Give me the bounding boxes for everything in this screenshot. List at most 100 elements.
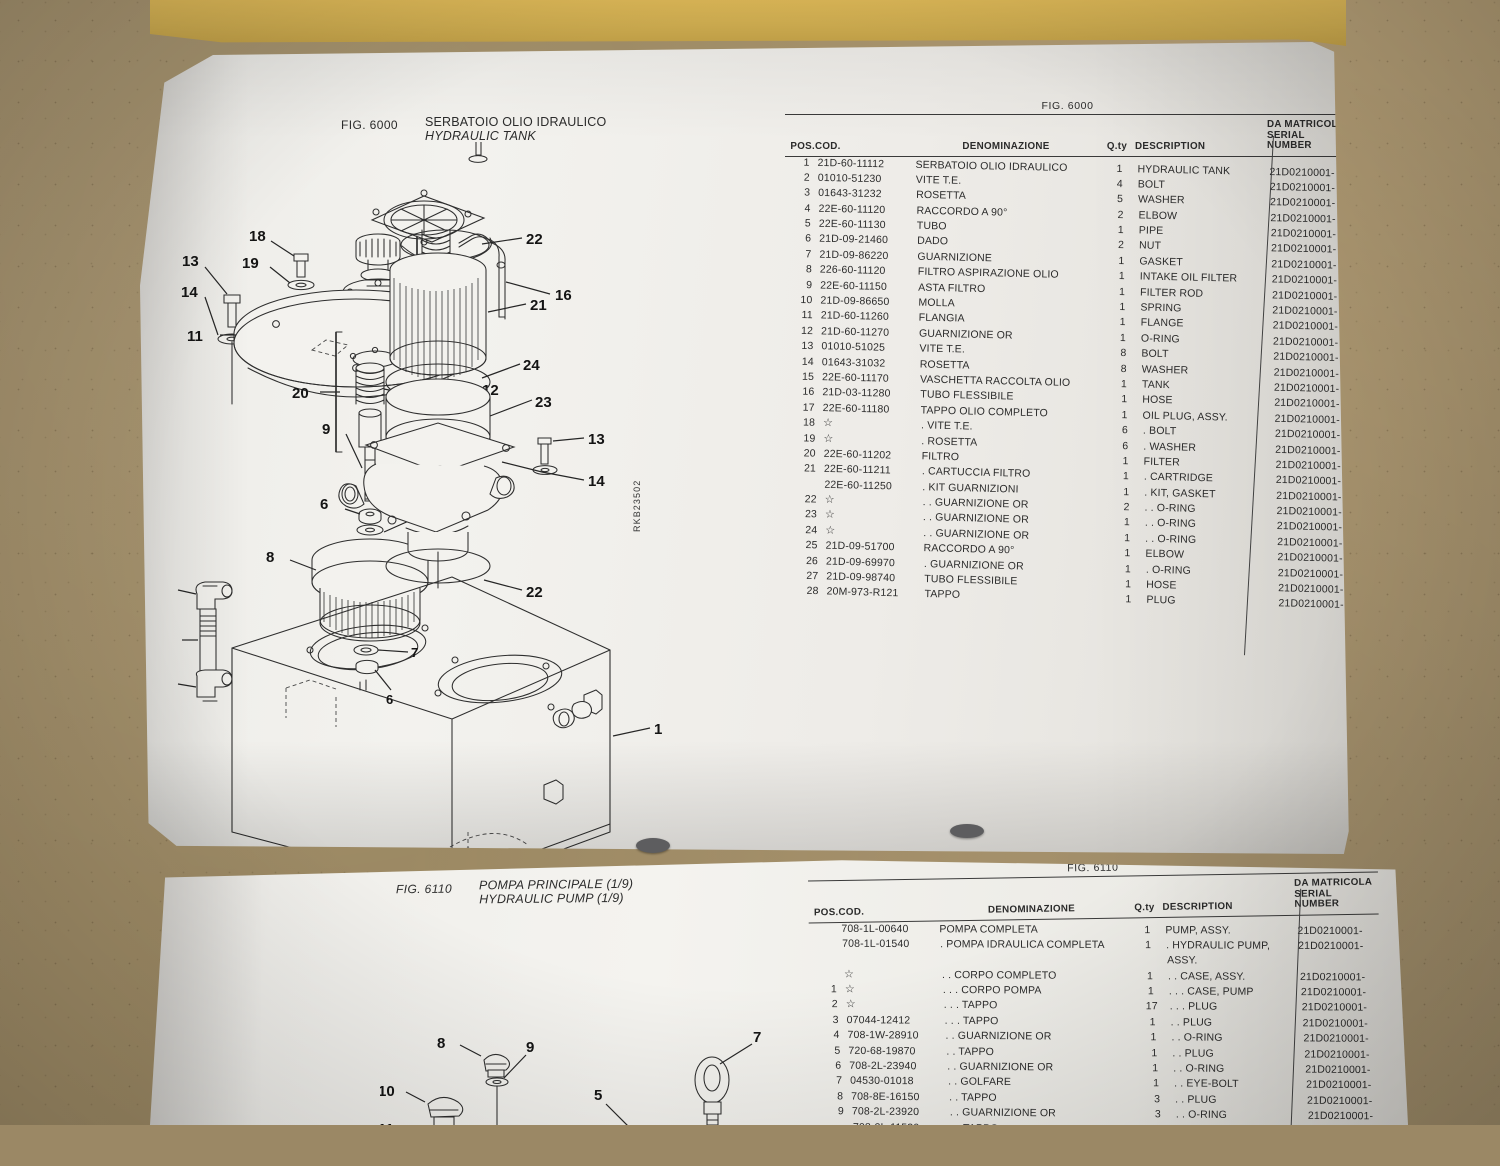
cell-qty: 3	[1140, 1107, 1176, 1123]
callout-23: 23	[535, 394, 552, 411]
cell-ser: 21D0210001-	[1309, 1124, 1393, 1140]
cell-pos: 2	[788, 170, 818, 186]
cell-pos: 14	[792, 354, 822, 370]
part-13-bolt-left	[224, 295, 240, 327]
cell-den: . POMPA IDRAULICA COMPLETA	[940, 937, 1130, 953]
cell-des: . . PLUG	[1171, 1015, 1303, 1031]
cell-cod: ☆	[846, 998, 944, 1014]
cell-qty: 1	[1135, 1015, 1171, 1031]
part-21-cartridge	[390, 253, 486, 380]
cell-qty: 1	[1109, 546, 1145, 562]
part-6-nut-upper	[359, 509, 381, 524]
cell-des: . . . CASE, PUMP	[1169, 984, 1301, 1000]
cell-qty: 1	[1104, 300, 1140, 316]
cell-den	[952, 1146, 1142, 1148]
cell-pos: 5	[818, 1043, 848, 1059]
part-5-pipe	[200, 609, 216, 671]
cell-des: . . . PLUG	[1170, 1000, 1302, 1016]
cell-cod: 708-8E-16150	[851, 1089, 949, 1105]
cell-ser: 21D0210001-	[1298, 939, 1382, 955]
th-denominazione: DENOMINAZIONE	[913, 139, 1099, 154]
th-description-6110: DESCRIPTION	[1162, 897, 1294, 914]
cell-pos: 4	[788, 201, 818, 217]
binding-staple-right	[950, 824, 984, 838]
cell-qty: 1	[1133, 984, 1169, 1000]
cell-pos: 8	[790, 262, 820, 278]
cell-qty: 1	[1110, 592, 1146, 608]
part-8-plug-pump	[484, 1054, 510, 1077]
cell-qty: 6	[1107, 438, 1143, 454]
cell-cod: 226-60-11120	[820, 263, 918, 281]
callout-9: 9	[322, 421, 330, 438]
callout-11: 11	[187, 328, 203, 345]
cell-des: ASSY.	[1167, 954, 1299, 970]
cell-pos: 7	[789, 247, 819, 263]
figure-code-6110: FIG. 6110	[396, 882, 452, 897]
callout-14-left: 14	[181, 284, 198, 301]
cell-ser: 21D0210001-	[1300, 970, 1384, 986]
cell-qty: 1	[1135, 1030, 1171, 1046]
cell-pos: 24	[795, 523, 825, 539]
cell-pos: 12	[791, 323, 821, 339]
cell-qty: 1	[1107, 454, 1143, 470]
callout-1: 1	[654, 721, 662, 738]
cell-pos: 13	[791, 339, 821, 355]
callout-13-left: 13	[182, 253, 199, 270]
callout-10-pump: 10	[380, 1083, 395, 1100]
cell-cod: 708-2L-23920	[852, 1105, 950, 1121]
catalog-page-fig-6000: FIG. 6000 SERBATOIO OLIO IDRAULICO HYDRA…	[140, 42, 1356, 854]
cell-qty: 1	[1108, 484, 1144, 500]
cell-qty: 1	[1109, 531, 1145, 547]
cell-pos: 23	[795, 507, 825, 523]
th-qty: Q.ty	[1099, 139, 1135, 154]
cell-ser: 21D0210001-	[1302, 1001, 1386, 1017]
callout-7-pump: 7	[753, 1029, 761, 1046]
cell-qty: 1	[1136, 1046, 1172, 1062]
cell-qty: 1	[1106, 407, 1142, 423]
cell-pos: 7	[820, 1074, 850, 1090]
callout-14-right: 14	[588, 473, 605, 490]
cell-qty: 5	[1102, 192, 1138, 208]
part-7-gasket	[354, 645, 378, 655]
cell-pos: 21	[794, 461, 824, 477]
callout-21: 21	[530, 297, 547, 314]
cell-qty: 1	[1105, 331, 1141, 347]
cell-pos: 19	[793, 431, 823, 447]
part-10-plug-pump	[428, 1097, 463, 1127]
figure-title-en-6110: HYDRAULIC PUMP (1/9)	[479, 890, 624, 906]
cell-ser: 21D0210001-	[1308, 1109, 1392, 1125]
cell-cod: 708-1W-28910	[847, 1028, 945, 1044]
callout-7: 7	[411, 645, 418, 660]
cell-des: . . EYE-BOLT	[1174, 1077, 1306, 1094]
cell-qty: 2	[1103, 238, 1139, 254]
cell-pos: 4	[817, 1028, 847, 1044]
cell-qty: 17	[1134, 1000, 1170, 1016]
callout-5-pump: 5	[594, 1087, 602, 1104]
cell-qty: 1	[1101, 161, 1137, 177]
th-description: DESCRIPTION	[1135, 139, 1267, 154]
callout-6-lower: 6	[386, 692, 393, 707]
pump-drawing-fragment: 8 9 10 11 5 7	[380, 1026, 800, 1136]
callout-19: 19	[242, 255, 259, 272]
callout-8: 8	[266, 549, 274, 566]
figure-code: FIG. 6000	[341, 118, 398, 132]
cell-pos: 6	[789, 231, 819, 247]
th-serial-en-6110: SERIAL NUMBER	[1294, 888, 1378, 910]
callout-6-upper: 6	[320, 496, 328, 513]
cell-cod: ☆	[845, 982, 943, 998]
cell-ser: 21D0210001-	[1303, 1016, 1387, 1032]
cell-cod: 04530-01018	[850, 1074, 948, 1090]
callout-22-upper: 22	[526, 231, 543, 248]
callout-9-pump: 9	[526, 1039, 534, 1056]
cell-pos: 11	[791, 308, 821, 324]
th-cod-6110: COD.	[838, 903, 936, 920]
cell-pos: 15	[792, 369, 822, 385]
cell-qty: 1	[1103, 254, 1139, 270]
cell-qty: 2	[1108, 500, 1144, 516]
cell-pos: 1	[815, 982, 845, 998]
cell-pos: 18	[793, 415, 823, 431]
cell-den: . . GOLFARE	[948, 1075, 1138, 1092]
cell-cod: 708-2L-23940	[849, 1059, 947, 1075]
cell-des: PLUG	[1146, 593, 1278, 612]
